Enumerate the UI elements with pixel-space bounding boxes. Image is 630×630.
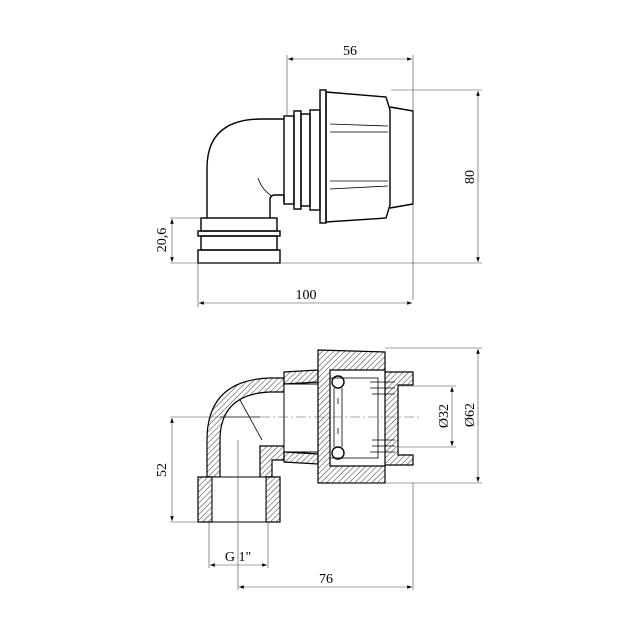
dim-100-label: 100 [296, 288, 317, 303]
dim-52-label: 52 [155, 463, 170, 477]
elbow-side-view [197, 89, 414, 264]
top-dimensions: 56 80 20,6 100 [155, 44, 482, 307]
dim-20-6-label: 20,6 [155, 228, 170, 253]
dim-80-label: 80 [463, 170, 478, 184]
dim-32-label: Ø32 [437, 404, 452, 428]
dim-76-label: 76 [319, 572, 333, 587]
section-dimensions: Ø62 Ø32 52 G 1" 76 [155, 347, 482, 590]
dim-62-label: Ø62 [463, 403, 478, 427]
dim-56-label: 56 [343, 44, 357, 59]
elbow-section-view [197, 349, 420, 523]
